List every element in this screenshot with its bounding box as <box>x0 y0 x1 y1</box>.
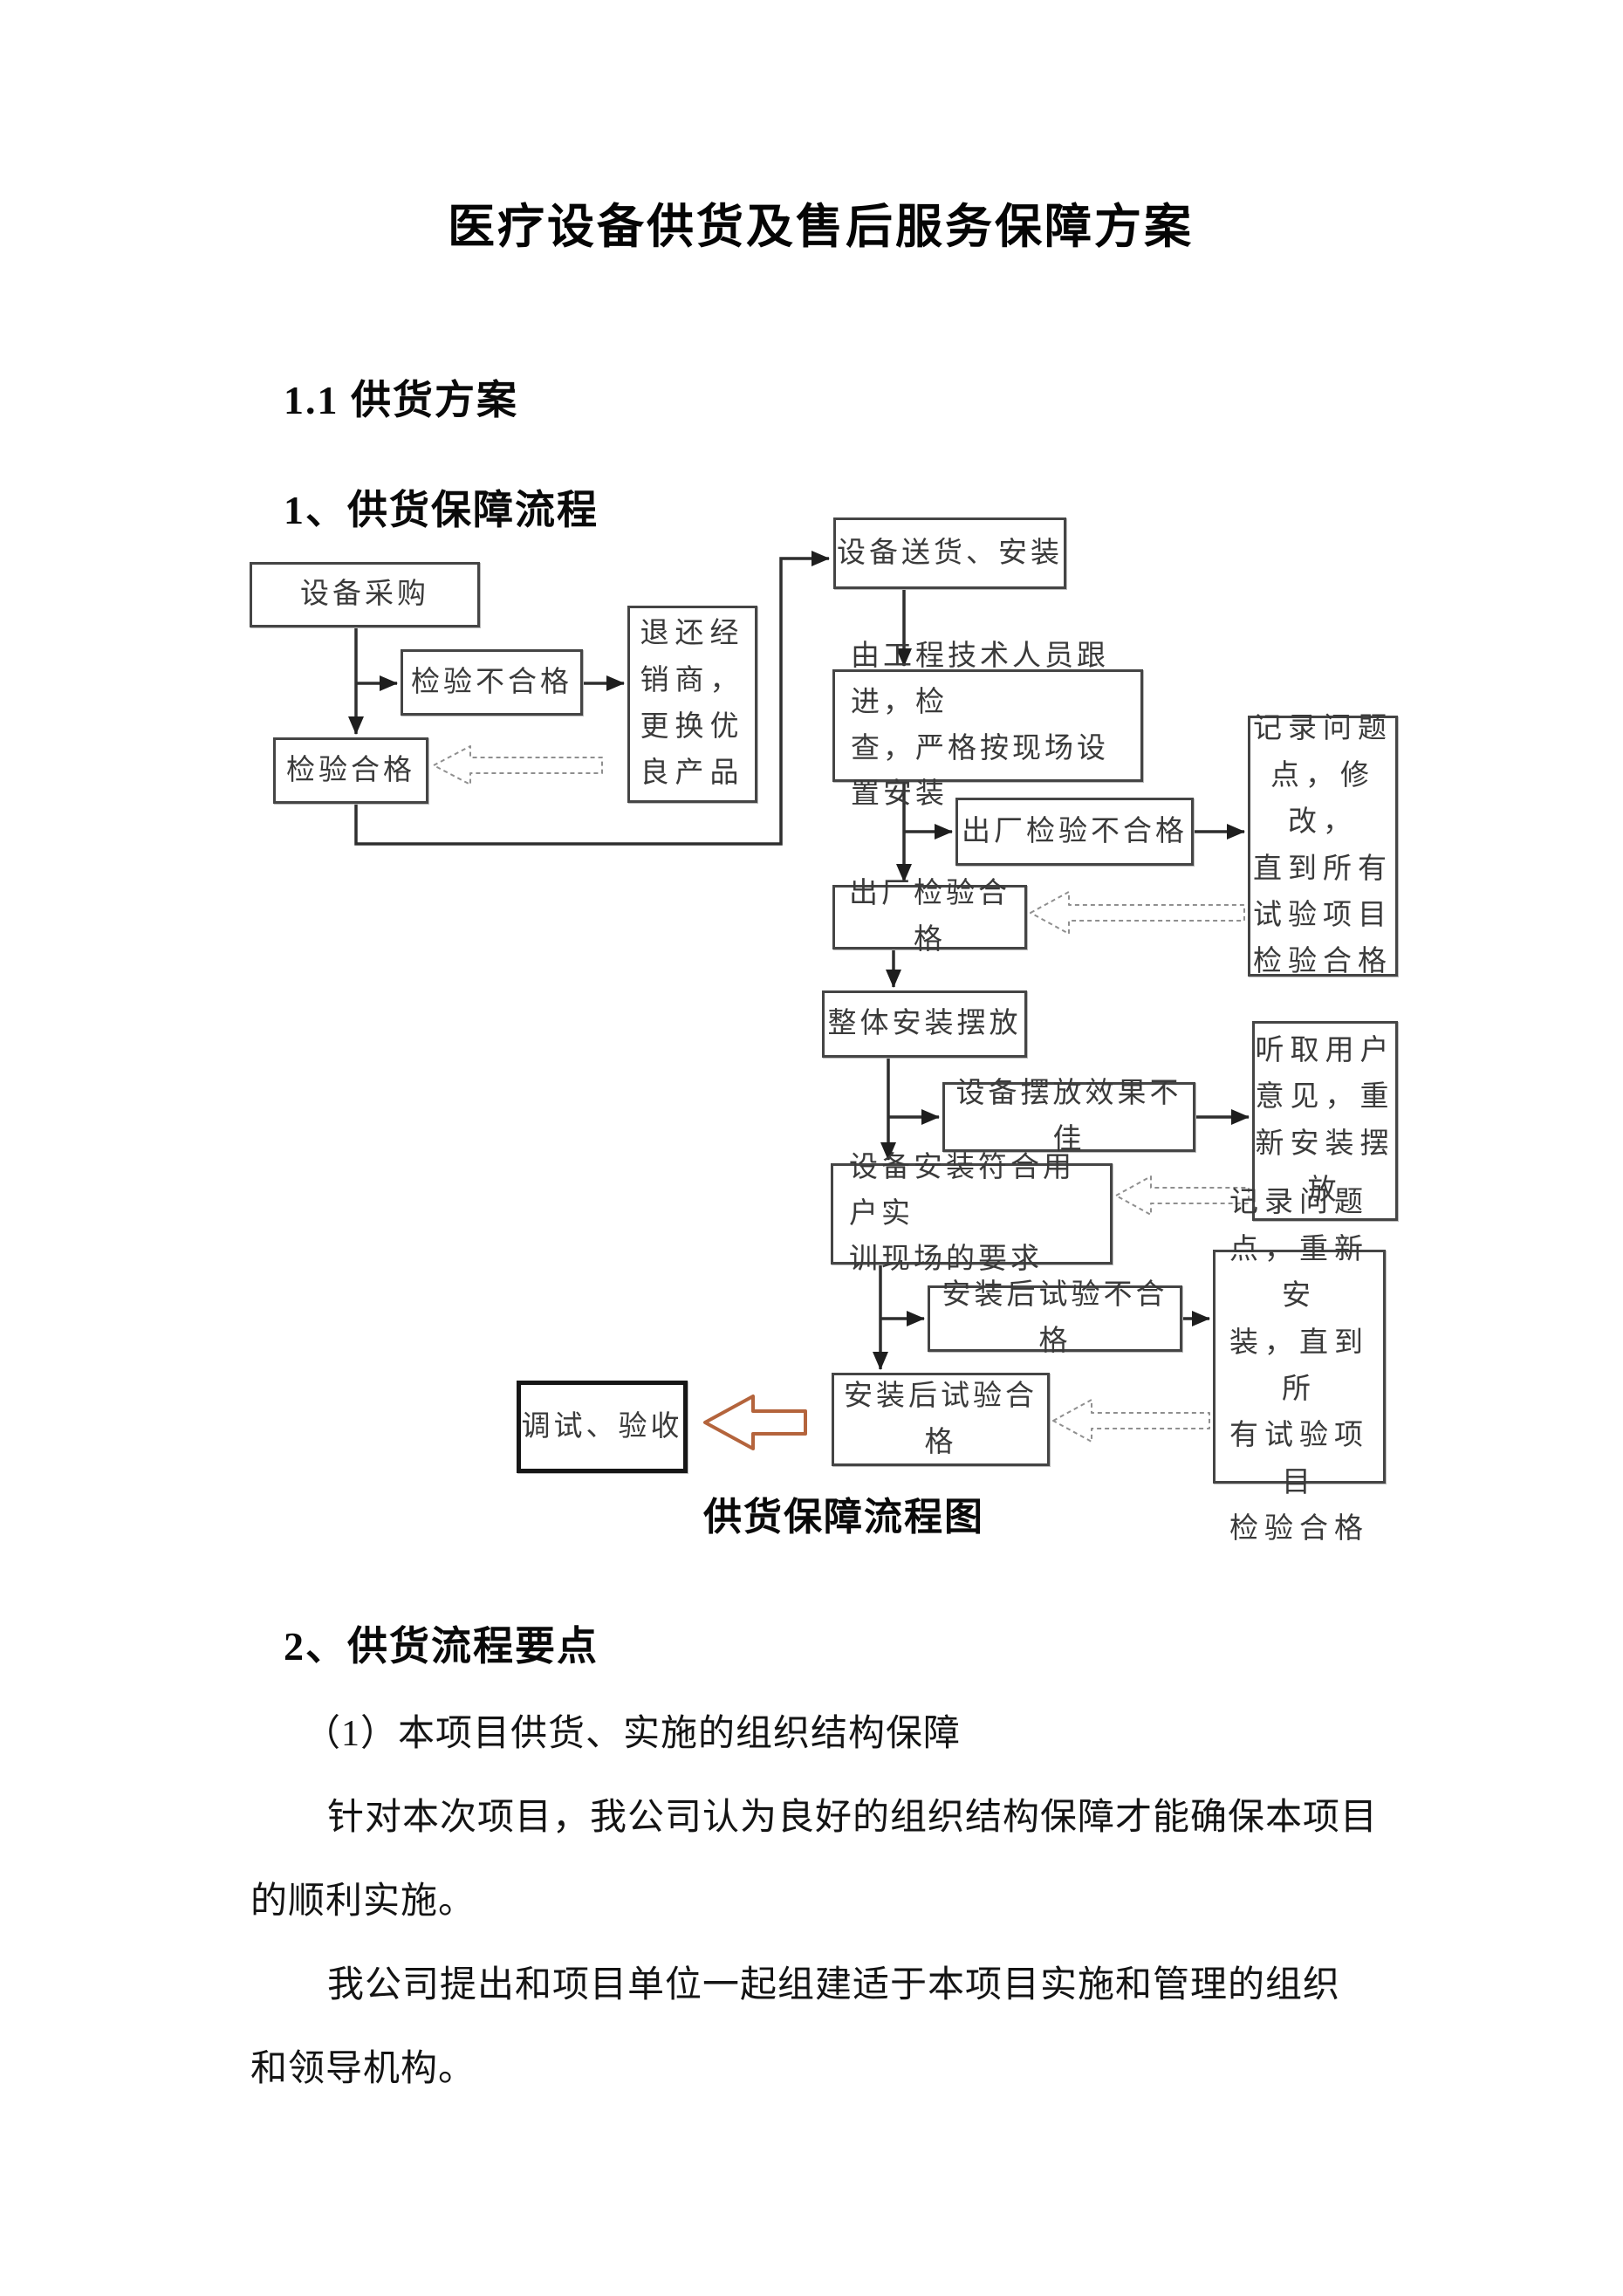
body-line-5: 和领导机构。 <box>250 2049 476 2089</box>
flow-box-return-dealer: 退还经 销商， 更换优 良产品 <box>627 606 757 803</box>
flow-box-listen-user: 听取用户 意见，重 新安装摆 放 <box>1252 1021 1398 1221</box>
flow-box-debug-accept: 调试、验收 <box>517 1381 688 1473</box>
flow-feedback-arrow-record-reinstall-to-post-test-pass <box>1052 1399 1210 1443</box>
flow-box-factory-fail: 出厂检验不合格 <box>955 798 1194 866</box>
flow-feedback-arrow-record-fix-to-factory-pass <box>1030 891 1245 935</box>
flow-feedback-arrow-post-test-pass-to-debug-accept <box>703 1395 807 1450</box>
flow-box-engineer-follow: 由工程技术人员跟进，检 查，严格按现场设置安装 <box>832 641 1143 810</box>
flow-box-overall-install: 整体安装摆放 <box>822 990 1027 1058</box>
flow-box-inspect-fail: 检验不合格 <box>401 649 583 716</box>
body-line-2: 针对本次项目，我公司认为良好的组织结构保障才能确保本项目 <box>327 1798 1379 1838</box>
body-line-3: 的顺利实施。 <box>250 1881 476 1922</box>
flow-box-equip-procurement: 设备采购 <box>250 562 480 627</box>
body-line-1: （1）本项目供货、实施的组织结构保障 <box>304 1714 962 1754</box>
flow-box-record-reinstall: 记录问题 点，重新安 装，直到所 有试验项目 检验合格 <box>1213 1187 1386 1545</box>
section-heading-1-1: 1.1 供货方案 <box>284 378 518 422</box>
document-title: 医疗设备供货及售后服务保障方案 <box>448 201 1194 253</box>
flowchart-caption: 供货保障流程图 <box>703 1496 984 1539</box>
flow-box-factory-pass: 出厂检验合格 <box>832 878 1027 956</box>
flow-feedback-arrow-listen-user-to-meet-requirements <box>1115 1175 1250 1216</box>
section-heading-supply-flow: 1、供货保障流程 <box>284 488 599 532</box>
flow-box-delivery-install: 设备送货、安装 <box>833 517 1066 589</box>
flow-box-inspect-pass: 检验合格 <box>273 737 428 804</box>
flow-box-record-fix: 记录问题 点，修改， 直到所有 试验项目 检验合格 <box>1248 713 1398 977</box>
body-line-4: 我公司提出和项目单位一起组建适于本项目实施和管理的组织 <box>327 1965 1341 2005</box>
section-heading-2: 2、供货流程要点 <box>284 1624 599 1669</box>
flow-box-meet-requirements: 设备安装符合用户实 训现场的要求 <box>831 1152 1113 1275</box>
flow-box-placement-poor: 设备摆放效果不佳 <box>942 1078 1195 1155</box>
flow-edge-inspect-pass-to-delivery-install <box>354 551 830 846</box>
flow-box-post-test-fail: 安装后试验不合格 <box>928 1279 1182 1357</box>
flow-feedback-arrow-return-dealer-to-inspect-pass <box>433 745 603 785</box>
flow-box-post-test-pass: 安装后试验合格 <box>832 1373 1050 1466</box>
